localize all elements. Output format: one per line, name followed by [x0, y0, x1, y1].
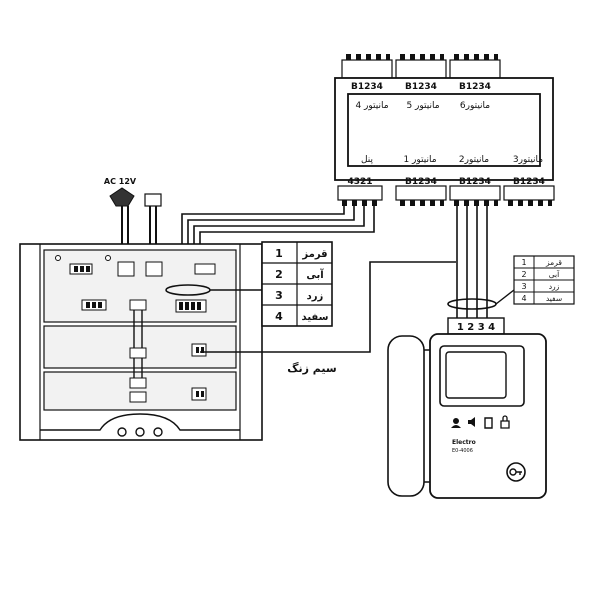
distributor-bottom-connector-3: [503, 185, 555, 206]
panel-base: [40, 413, 240, 431]
main-table-num-1: 1: [275, 247, 283, 260]
monitor-table-name-3: زرد: [549, 282, 560, 291]
monitor-bundle-marker: [447, 298, 497, 310]
door-icon: [484, 417, 493, 429]
main-table-name-1: قرمز: [301, 249, 327, 260]
monitor-table-num-1: 1: [521, 258, 526, 267]
label-monitor-4: مانیتور 4: [355, 101, 388, 111]
label-monitor-1: مانیتور 1: [403, 155, 436, 165]
monitor-table-num-3: 3: [521, 282, 526, 291]
label-panel: پنل: [361, 155, 374, 165]
monitor-table-name-4: سفید: [546, 294, 562, 303]
main-table-name-3: زرد: [307, 291, 324, 302]
main-table-num-4: 4: [275, 310, 283, 323]
wire-color-table-main: 1 قرمز 2 آبی 3 زرد 4 سفید: [261, 241, 333, 327]
label-monitor-2: مانیتور2: [459, 155, 489, 165]
indoor-monitor: 1 2 3 4 Electro E0-4006: [387, 317, 547, 499]
person-icon: [453, 418, 459, 424]
monitor-table-name-2: آبی: [549, 269, 560, 279]
monitor-brand: Electro: [452, 439, 476, 446]
panel-module-middle: [43, 325, 237, 369]
distributor-bottom-connector-2: [449, 185, 501, 206]
panel-module-top: [43, 249, 237, 323]
monitor-model: E0-4006: [452, 448, 473, 454]
bell-wire: [200, 261, 456, 353]
bell-wire-label: سیم زنگ: [287, 361, 337, 375]
label-monitor-5: مانیتور 5: [406, 101, 439, 111]
top-connector-label-1: B1234: [351, 82, 383, 92]
distributor-top-connector-3: [449, 54, 501, 79]
distributor-bottom-connector-panel: [337, 185, 383, 206]
top-connector-label-2: B1234: [405, 82, 437, 92]
outdoor-panel-unit: [19, 243, 263, 441]
distributor-top-connector-1: [341, 54, 393, 79]
distributor-bottom-connector-1: [395, 185, 447, 206]
monitor-table-num-2: 2: [521, 270, 526, 279]
label-monitor-6: مانیتور6: [460, 101, 490, 111]
distributor-top-connector-2: [395, 54, 447, 79]
panel-ribbon-connectors: [129, 299, 147, 403]
monitor-table-name-1: قرمز: [545, 258, 562, 267]
monitor-table-num-4: 4: [521, 294, 526, 303]
main-table-name-2: آبی: [306, 268, 324, 281]
power-label: AC 12V: [104, 177, 137, 186]
lock-icon: [500, 415, 510, 429]
distributor-inner-panel: [347, 93, 541, 167]
monitor-control-icons: [451, 415, 510, 429]
main-table-name-4: سفید: [302, 312, 329, 323]
bottom-connector-label-3: B1234: [513, 177, 545, 187]
speaker-icon: [468, 417, 475, 427]
wire-bundle-monitor: [456, 206, 488, 318]
main-table-num-2: 2: [275, 268, 283, 281]
label-monitor-3: مانیتور3: [513, 155, 543, 165]
monitor-terminal-numbers: 1 2 3 4: [457, 322, 495, 333]
distributor-box: B1234 B1234 B1234 مانیتور 4 مانیتور 5 ما…: [334, 54, 555, 206]
top-connector-label-3: B1234: [459, 82, 491, 92]
monitor-handset: [387, 335, 425, 497]
monitor-screen: [445, 351, 507, 399]
bottom-connector-label-1: B1234: [405, 177, 437, 187]
main-table-num-3: 3: [275, 289, 283, 302]
wire-color-table-monitor: 1 قرمز 2 آبی 3 زرد 4 سفید: [513, 255, 575, 305]
bottom-connector-label-2: B1234: [459, 177, 491, 187]
bottom-connector-label-panel: 4321: [347, 177, 372, 187]
